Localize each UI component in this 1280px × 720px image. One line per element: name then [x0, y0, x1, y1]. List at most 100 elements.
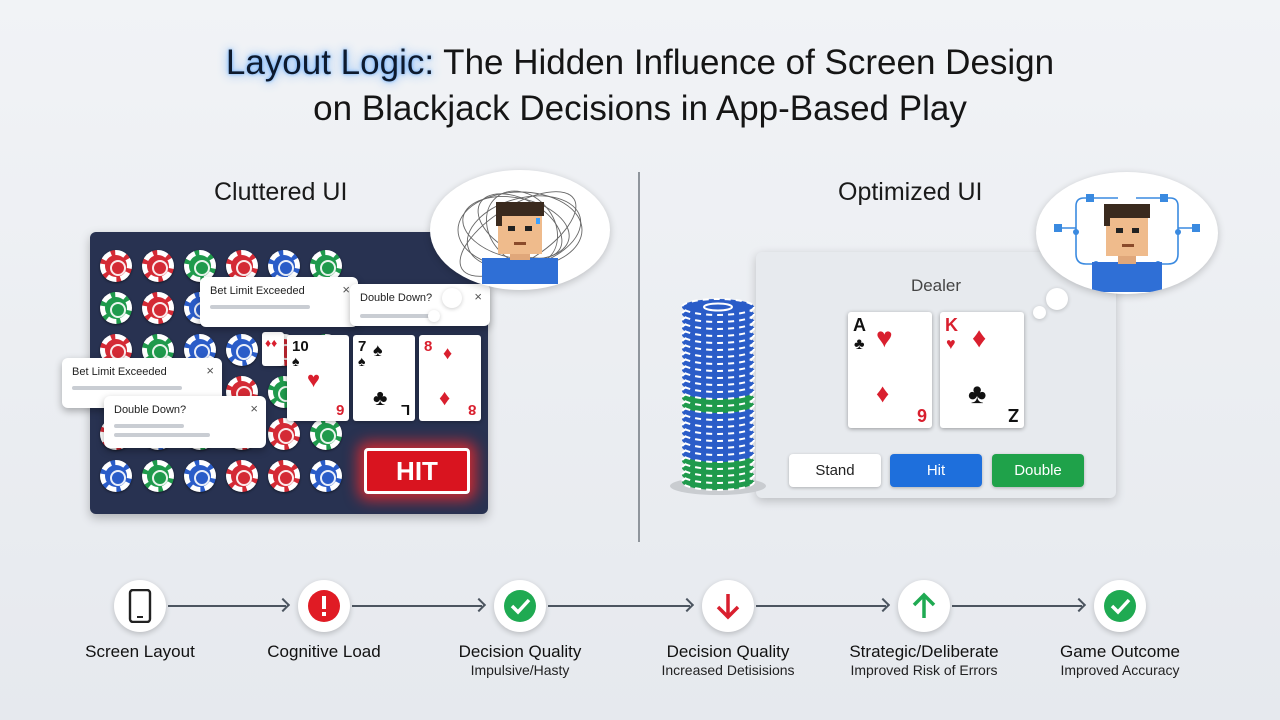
heart-icon: ♥: [876, 322, 893, 353]
chip-icon[interactable]: [310, 460, 342, 492]
chip-icon[interactable]: [310, 250, 342, 282]
flow-label-strategic: Strategic/Deliberate: [849, 642, 999, 661]
flow-arrow: [756, 605, 886, 607]
chip-icon[interactable]: [100, 250, 132, 282]
phone-icon: [114, 580, 166, 632]
dealer-label: Dealer: [910, 276, 962, 295]
check-icon: [1094, 580, 1146, 632]
player-card-3: 8 ♦ ♦ 8: [419, 335, 481, 421]
diamond-icon: ♦: [439, 385, 451, 410]
chip-icon[interactable]: [184, 460, 216, 492]
diamond-icon: ♦♦: [265, 336, 278, 350]
chip-icon[interactable]: [226, 460, 258, 492]
flow-sub-impulsive: Impulsive/Hasty: [470, 662, 570, 678]
card-rank-inverted: 6: [335, 401, 344, 418]
arrow-up-icon: [898, 580, 950, 632]
thought-dot: [442, 288, 462, 308]
flow-arrow: [952, 605, 1082, 607]
chip-icon[interactable]: [142, 460, 174, 492]
thought-dot: [428, 310, 440, 322]
flow-label-screen-layout: Screen Layout: [85, 642, 195, 661]
player-card-1: 10 ♠ ♥ 6: [287, 335, 349, 421]
section-divider: [638, 172, 640, 542]
popup-line: [114, 433, 210, 437]
close-icon[interactable]: ×: [250, 401, 258, 416]
flow-arrow: [548, 605, 690, 607]
calm-thought-bubble: [1036, 172, 1218, 294]
spade-icon: ♠: [373, 340, 383, 360]
close-icon[interactable]: ×: [342, 282, 350, 297]
flow-label-game-outcome: Game Outcome: [1060, 642, 1180, 661]
popup-text: Double Down?: [114, 404, 187, 416]
chip-icon[interactable]: [310, 418, 342, 450]
hit-button[interactable]: HIT: [364, 448, 470, 494]
spade-icon: ♠: [358, 353, 366, 369]
popup-line: [114, 424, 184, 428]
diamond-icon: ♦: [972, 322, 987, 353]
popup-text: Bet Limit Exceeded: [210, 285, 305, 297]
check-icon: [494, 580, 546, 632]
chip-icon[interactable]: [142, 250, 174, 282]
flow-label-decision-quality: Decision Quality: [458, 642, 582, 661]
bet-limit-popup[interactable]: Bet Limit Exceeded ×: [200, 277, 358, 327]
flow-label-decision-quality-2: Decision Quality: [666, 642, 790, 661]
diamond-icon: ♦: [876, 378, 890, 408]
flow-label-cognitive-load: Cognitive Load: [267, 642, 381, 661]
thought-dot: [1033, 306, 1046, 319]
card-rank: A: [853, 315, 866, 335]
card-rank: 10: [292, 338, 309, 355]
club-icon: ♣: [373, 385, 388, 410]
popup-text: Double Down?: [360, 292, 433, 304]
chip-icon[interactable]: [226, 334, 258, 366]
club-icon: ♣: [854, 336, 865, 353]
chip-icon[interactable]: [100, 292, 132, 324]
stand-button[interactable]: Stand: [789, 454, 881, 487]
player-card-2: 7 ♠ ♠ ♣ L: [353, 335, 415, 421]
flow-arrow: [352, 605, 482, 607]
popup-text: Bet Limit Exceeded: [72, 366, 167, 378]
heart-icon: ♥: [307, 367, 321, 392]
flow-sub-accuracy: Improved Accuracy: [1060, 662, 1180, 678]
card-rank: 8: [424, 338, 433, 355]
close-icon[interactable]: ×: [206, 363, 214, 378]
title-rest-2: on Blackjack Decisions in App-Based Play: [313, 89, 967, 128]
club-icon: ♣: [968, 378, 987, 409]
spade-icon: ♠: [292, 353, 300, 369]
dealer-card-2: K ♥ ♦ ♣ Z: [940, 312, 1024, 428]
card-rank-inverted: Z: [1008, 405, 1019, 425]
dealer-card-1: A ♣ ♥ ♦ 6: [848, 312, 932, 428]
hit-button-optimized[interactable]: Hit: [890, 454, 982, 487]
optimized-ui-label: Optimized UI: [838, 178, 983, 206]
chip-stack-icon: [670, 298, 766, 495]
heart-icon: ♥: [946, 336, 956, 353]
card-rank-inverted: L: [400, 401, 410, 418]
flow-sub-increased: Increased Detisisions: [661, 662, 795, 678]
card-rank-inverted: 8: [467, 401, 476, 418]
popup-line: [210, 305, 310, 309]
chip-icon[interactable]: [142, 292, 174, 324]
stressed-face-icon: [457, 190, 583, 284]
diamond-icon: ♦: [443, 343, 453, 363]
double-down-popup[interactable]: Double Down? ×: [350, 284, 490, 326]
double-down-popup[interactable]: Double Down? ×: [104, 396, 266, 448]
double-button[interactable]: Double: [992, 454, 1084, 487]
flow-sub-risk: Improved Risk of Errors: [850, 662, 998, 678]
calm-face-icon: [1054, 194, 1200, 292]
thought-dot: [1046, 288, 1068, 310]
chip-icon[interactable]: [268, 418, 300, 450]
popup-line: [72, 386, 182, 390]
title-rest-1: The Hidden Influence of Screen Design: [434, 43, 1055, 82]
title-highlight: Layout Logic:: [225, 43, 435, 82]
card-rank: 7: [358, 338, 367, 355]
flow-arrow: [168, 605, 286, 607]
close-icon[interactable]: ×: [474, 289, 482, 304]
stressed-thought-bubble: [430, 170, 610, 290]
stack-chip: [681, 298, 755, 316]
arrow-down-icon: [702, 580, 754, 632]
popup-line: [360, 314, 440, 318]
chip-icon[interactable]: [268, 460, 300, 492]
chip-icon[interactable]: [226, 250, 258, 282]
stack-chip-top: [703, 302, 733, 312]
cluttered-ui-label: Cluttered UI: [214, 178, 348, 206]
chip-icon[interactable]: [100, 460, 132, 492]
